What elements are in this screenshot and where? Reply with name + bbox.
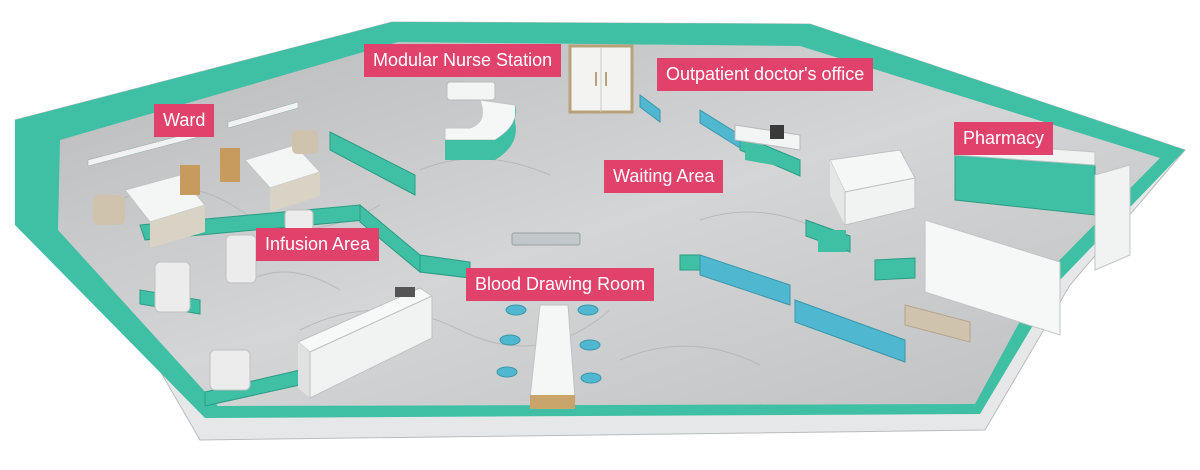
label-pharmacy: Pharmacy bbox=[954, 122, 1054, 155]
ward-beds bbox=[93, 130, 321, 248]
nurse-station-desk bbox=[444, 81, 517, 160]
ward-headwall-rails bbox=[87, 101, 299, 167]
label-ward: Ward bbox=[154, 104, 215, 137]
infusion-chairs bbox=[154, 209, 314, 391]
label-nurse-station: Modular Nurse Station bbox=[364, 44, 562, 77]
label-blood-drawing-room: Blood Drawing Room bbox=[466, 268, 655, 301]
blood-drawing-stools bbox=[496, 304, 602, 384]
floor bbox=[58, 42, 1160, 406]
label-waiting-area: Waiting Area bbox=[604, 160, 724, 193]
outpatient-desk bbox=[734, 124, 801, 168]
blood-drawing-table bbox=[529, 304, 576, 409]
pharmacy-counter bbox=[829, 149, 916, 226]
label-outpatient-office: Outpatient doctor's office bbox=[657, 58, 874, 91]
pharmacy-sofa bbox=[904, 304, 971, 343]
partition-pillar bbox=[818, 230, 846, 252]
label-infusion-area: Infusion Area bbox=[256, 228, 380, 261]
waiting-chairs-rows bbox=[639, 94, 906, 363]
bench-center bbox=[511, 232, 581, 246]
back-double-door bbox=[568, 44, 634, 114]
pharmacy-lockers bbox=[924, 164, 1131, 336]
infusion-cabinets bbox=[297, 287, 434, 399]
